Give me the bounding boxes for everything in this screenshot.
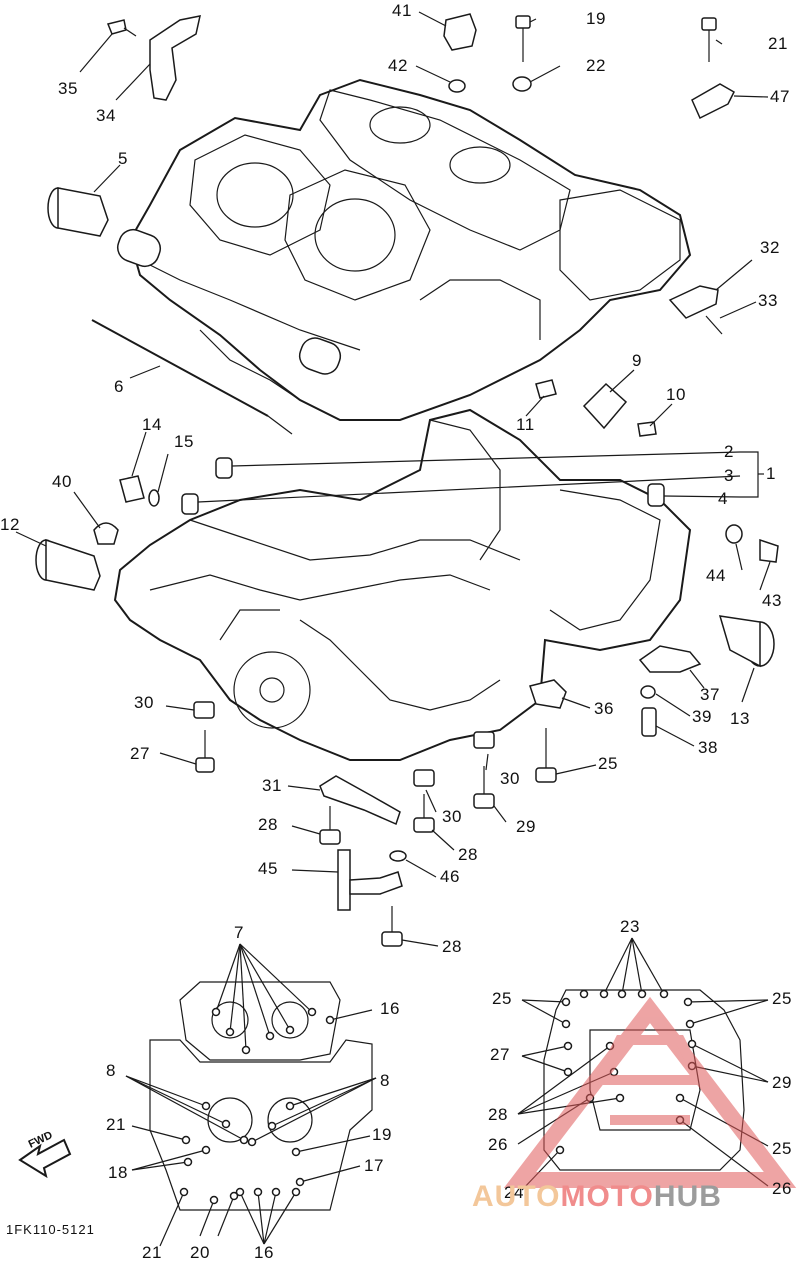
callout-31: 31: [262, 776, 282, 795]
callout-16: 16: [380, 999, 400, 1018]
left-bolt-layout: [18, 981, 373, 1211]
callout-33: 33: [758, 291, 778, 310]
callout-40: 40: [52, 472, 72, 491]
callout-44: 44: [706, 566, 726, 585]
callout-38: 38: [698, 738, 718, 757]
callout-36: 36: [594, 699, 614, 718]
watermark-logo: [503, 996, 797, 1188]
callout-19: 19: [586, 9, 606, 28]
watermark-auto: AUTO: [472, 1180, 561, 1213]
callout-28: 28: [442, 937, 462, 956]
callout-25: 25: [772, 1139, 792, 1158]
callout-29: 29: [516, 817, 536, 836]
callout-28: 28: [488, 1105, 508, 1124]
callout-7: 7: [234, 923, 244, 942]
callout-11: 11: [516, 415, 535, 434]
callout-21: 21: [768, 34, 788, 53]
callout-35: 35: [58, 79, 78, 98]
diagram-code: 1FK110-5121: [6, 1222, 95, 1237]
small-parts: [35, 13, 779, 947]
callout-21: 21: [106, 1115, 126, 1134]
callout-45: 45: [258, 859, 278, 878]
callout-30: 30: [442, 807, 462, 826]
callout-14: 14: [142, 415, 162, 434]
callout-22: 22: [586, 56, 606, 75]
callout-27: 27: [490, 1045, 510, 1064]
callout-42: 42: [388, 56, 408, 75]
callout-8: 8: [380, 1071, 390, 1090]
callout-4: 4: [718, 489, 728, 508]
callout-23: 23: [620, 917, 640, 936]
callout-41: 41: [392, 1, 412, 20]
callout-46: 46: [440, 867, 460, 886]
callout-19: 19: [372, 1125, 392, 1144]
callout-15: 15: [174, 432, 194, 451]
callout-13: 13: [730, 709, 750, 728]
watermark-hub: HUB: [653, 1180, 722, 1213]
callout-30: 30: [500, 769, 520, 788]
callout-25: 25: [598, 754, 618, 773]
callout-1: 1: [766, 464, 776, 483]
callout-3: 3: [724, 466, 734, 485]
watermark-moto: MOTO: [560, 1180, 654, 1213]
callout-47: 47: [770, 87, 790, 106]
callout-16: 16: [254, 1243, 274, 1262]
callout-8: 8: [106, 1061, 116, 1080]
callout-25: 25: [772, 989, 792, 1008]
callout-5: 5: [118, 149, 128, 168]
callout-30: 30: [134, 693, 154, 712]
callout-27: 27: [130, 744, 150, 763]
callout-2: 2: [724, 442, 734, 461]
callout-39: 39: [692, 707, 712, 726]
callout-34: 34: [96, 106, 116, 125]
upper-crankcase: [116, 78, 692, 421]
callout-9: 9: [632, 351, 642, 370]
callout-10: 10: [666, 385, 686, 404]
callout-37: 37: [700, 685, 720, 704]
callout-28: 28: [258, 815, 278, 834]
callout-25: 25: [492, 989, 512, 1008]
callout-12: 12: [0, 515, 20, 534]
callout-21: 21: [142, 1243, 162, 1262]
callout-24: 24: [504, 1183, 524, 1202]
callout-17: 17: [364, 1156, 384, 1175]
lower-crankcase: [113, 408, 692, 761]
callout-18: 18: [108, 1163, 128, 1182]
callout-28: 28: [458, 845, 478, 864]
watermark-text: AUTOMOTOHUB: [472, 1180, 722, 1214]
callout-26: 26: [772, 1179, 792, 1198]
callout-43: 43: [762, 591, 782, 610]
callout-26: 26: [488, 1135, 508, 1154]
callout-32: 32: [760, 238, 780, 257]
callout-6: 6: [114, 377, 124, 396]
callout-29: 29: [772, 1073, 792, 1092]
callout-20: 20: [190, 1243, 210, 1262]
leader-lines: [15, 11, 771, 1247]
